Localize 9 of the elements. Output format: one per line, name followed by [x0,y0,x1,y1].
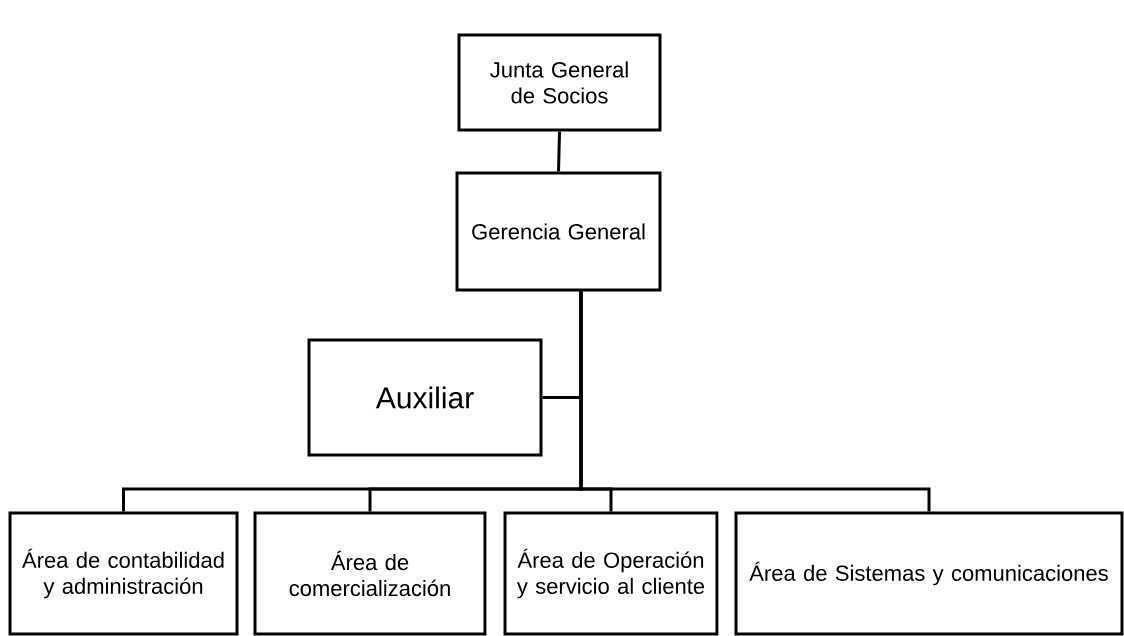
connector-line [557,131,561,172]
org-box: Auxiliar [307,338,543,457]
connector-line [579,291,931,512]
org-box: Gerencia General [455,171,662,292]
org-box: Área de contabilidad y administración [8,511,239,636]
org-box: Área de comercialización [253,511,487,636]
org-box: Área de Operación y servicio al cliente [503,511,719,636]
org-box: Junta General de Socios [457,33,662,132]
org-box: Área de Sistemas y comunicaciones [734,511,1124,636]
